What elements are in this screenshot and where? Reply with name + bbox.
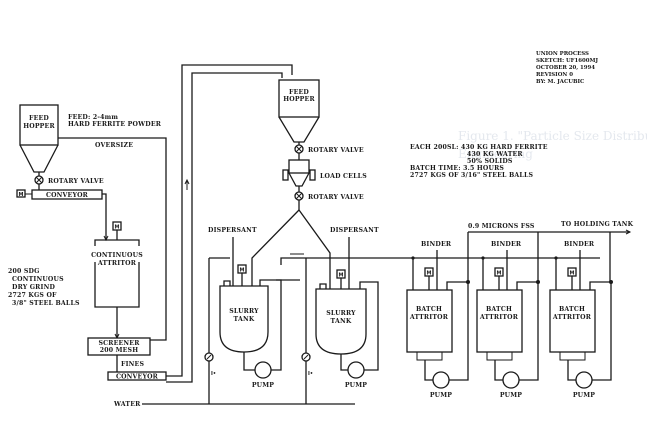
continuous-attritor (94, 239, 140, 308)
attritor-note: 3/8" STEEL BALLS (12, 300, 80, 307)
title-line: OCTOBER 20, 1994 (536, 65, 595, 71)
svg-text:M: M (339, 273, 344, 279)
rotary-valve-icon (34, 175, 44, 185)
title-line: UNION PROCESS (536, 51, 589, 57)
pump-label: PUMP (252, 382, 274, 389)
title-line: SKETCH: UF1600MJ (536, 58, 598, 64)
pump-label: PUMP (500, 392, 522, 399)
dispersant-label: DISPERSANT (330, 227, 379, 234)
slurry-tank-label: SLURRY (326, 310, 356, 317)
batch-attritor-group: BINDERMBATCHATTRITORPUMPBINDERMBATCHATTR… (406, 241, 613, 399)
screener-label: SCREENER (98, 340, 140, 347)
continuous-attritor-label: CONTINUOUS (91, 252, 143, 259)
svg-text:M: M (115, 225, 120, 231)
pump-label: PUMP (345, 382, 367, 389)
svg-text:50% SOLIDS: 50% SOLIDS (467, 158, 513, 165)
motor-icon: M (237, 264, 247, 274)
motor-icon: M (16, 189, 26, 198)
attritor-note: CONTINUOUS (12, 276, 64, 283)
binder-label: BINDER (421, 241, 452, 248)
attritor-note: 200 SDG (8, 268, 40, 275)
batch-attritor-label: BATCH (486, 306, 512, 313)
pump-icon (254, 361, 272, 379)
batch-note: EACH 200SL: 430 KG HARD FERRITE 430 KG W… (410, 144, 548, 179)
slurry-tank-label: TANK (331, 318, 352, 325)
motor-icon: M (567, 267, 577, 277)
slurry-tank-1: M SLURRY TANK (219, 264, 269, 353)
valve-marker: I• (308, 371, 313, 377)
motor-icon: M (494, 267, 504, 277)
fines-label: FINES (121, 361, 144, 368)
load-cells-label: LOAD CELLS (320, 173, 367, 180)
conveyor-2-label: CONVEYOR (116, 374, 159, 381)
feed-hopper-1-label: FEED (29, 115, 49, 122)
rotary-valve-icon (294, 191, 304, 201)
batch-attritor-label: ATTRITOR (409, 314, 449, 321)
pump-icon (432, 371, 450, 389)
svg-text:M: M (19, 192, 24, 198)
svg-text:BATCH TIME: 3.5 HOURS: BATCH TIME: 3.5 HOURS (410, 165, 504, 172)
feed-hopper-2-label: HOPPER (283, 96, 315, 103)
attritor-note: 2727 KGS OF (8, 292, 57, 299)
feed-note: HARD FERRITE POWDER (68, 121, 162, 128)
continuous-attritor-label: ATTRITOR (97, 260, 137, 267)
feed-note: FEED: 2-4mm (68, 114, 118, 121)
slurry-tank-label: SLURRY (229, 308, 259, 315)
batch-attritor-label: BATCH (416, 306, 442, 313)
rotary-valve-1-label: ROTARY VALVE (48, 178, 104, 185)
svg-text:M: M (427, 271, 432, 277)
svg-text:M: M (497, 271, 502, 277)
rotary-valve-3-label: ROTARY VALVE (308, 194, 364, 201)
oversize-label: OVERSIZE (95, 142, 133, 149)
svg-text:M: M (570, 271, 575, 277)
pump-icon (347, 361, 365, 379)
screener (87, 337, 151, 356)
motor-icon: M (336, 269, 346, 279)
slurry-tank-2: M SLURRY TANK (315, 269, 367, 355)
feed-hopper-2: FEED HOPPER (278, 79, 320, 143)
holding-tank-label: TO HOLDING TANK (561, 221, 634, 228)
conveyor-1-label: CONVEYOR (46, 192, 89, 199)
batch-attritor-label: BATCH (559, 306, 585, 313)
feed-hopper-1-label: HOPPER (23, 123, 55, 130)
binder-label: BINDER (564, 241, 595, 248)
batch-attritor-label: ATTRITOR (552, 314, 592, 321)
pump-icon (575, 371, 593, 389)
pump-label: PUMP (573, 392, 595, 399)
batch-attritor-label: ATTRITOR (479, 314, 519, 321)
water-label: WATER (113, 401, 141, 408)
motor-icon: M (424, 267, 434, 277)
pump-label: PUMP (430, 392, 452, 399)
title-line: BY: M. JACUBIC (536, 79, 585, 85)
svg-text:2727 KGS OF 3/16" STEEL BALLS: 2727 KGS OF 3/16" STEEL BALLS (410, 172, 533, 179)
screener-label: 200 MESH (100, 347, 139, 354)
svg-text:EACH 200SL: 430 KG HARD FERRIT: EACH 200SL: 430 KG HARD FERRITE (410, 144, 548, 151)
pump-icon (502, 371, 520, 389)
rotary-valve-icon (294, 144, 304, 154)
title-block: UNION PROCESS SKETCH: UF1600MJ OCTOBER 2… (536, 51, 598, 85)
ghost-caption-line-1: Figure 1. "Particle Size Distribution fo… (458, 129, 647, 143)
title-line: REVISION 0 (536, 72, 573, 78)
valve-marker: I• (211, 371, 216, 377)
binder-label: BINDER (491, 241, 522, 248)
feed-hopper-2-label: FEED (289, 89, 309, 96)
ghost-caption-line-2: Engineering (458, 147, 533, 161)
feed-hopper-1: FEED HOPPER (19, 104, 59, 173)
load-cell-hopper (282, 159, 316, 187)
motor-icon: M (112, 221, 122, 231)
svg-text:M: M (240, 268, 245, 274)
attritor-note: DRY GRIND (12, 284, 55, 291)
svg-text:430 KG WATER: 430 KG WATER (467, 151, 523, 158)
dispersant-label: DISPERSANT (208, 227, 257, 234)
slurry-tank-label: TANK (234, 316, 255, 323)
product-label: 0.9 MICRONS FSS (468, 223, 535, 230)
rotary-valve-2-label: ROTARY VALVE (308, 147, 364, 154)
